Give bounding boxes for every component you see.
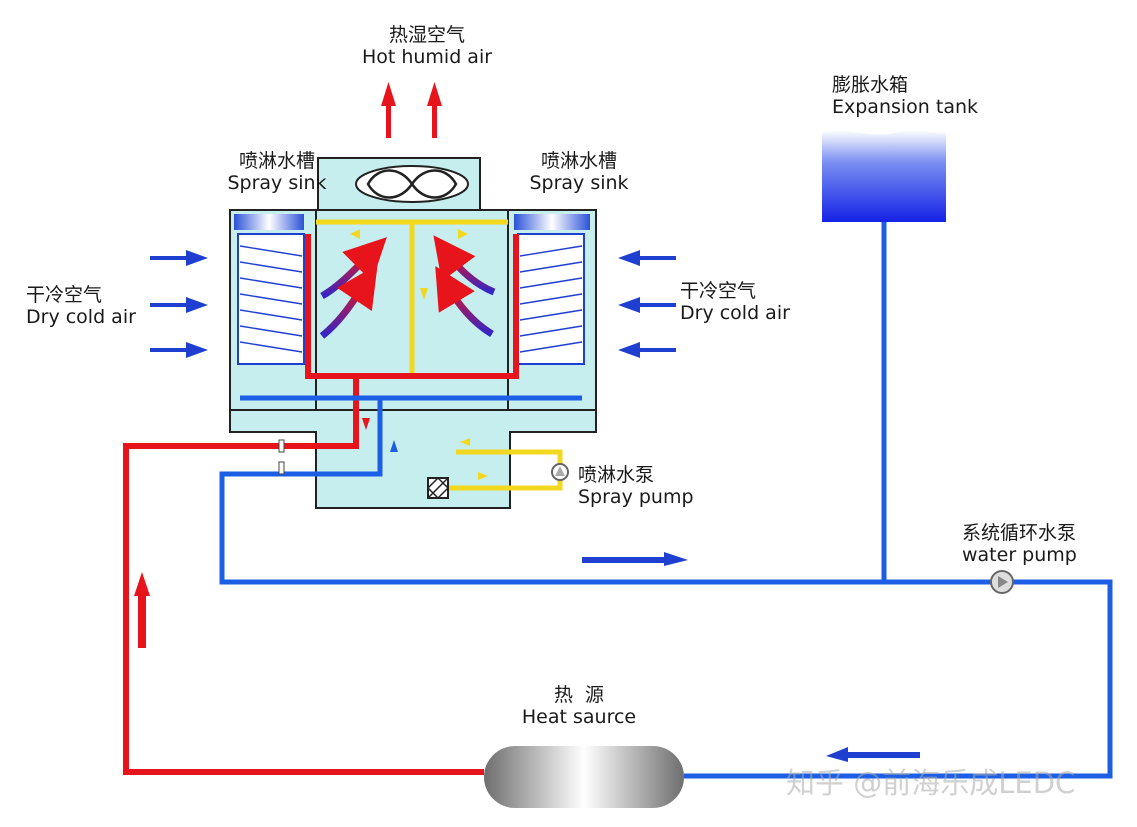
spray-flow-arrows [350, 229, 488, 480]
fill-lines [239, 245, 583, 353]
spray-sink-left-label: 喷淋水槽 Spray sink [227, 150, 327, 195]
cold-water-pipe [219, 222, 1113, 779]
heat-source [484, 746, 684, 808]
spray-pump-label: 喷淋水泵 Spray pump [578, 464, 694, 509]
expansion-tank-label: 膨胀水箱 Expansion tank [832, 74, 979, 119]
water-pump-label: 系统循环水泵 water pump [962, 522, 1077, 567]
hot-air-label: 热湿空气 Hot humid air [361, 24, 493, 69]
dry-air-left-label: 干冷空气 Dry cold air [26, 284, 136, 329]
inner-airflow-arrows [319, 235, 496, 339]
expansion-tank [822, 130, 946, 222]
spray-sink-right-label: 喷淋水槽 Spray sink [529, 150, 629, 195]
intake-arrows-left [150, 250, 208, 358]
dry-air-right-label: 干冷空气 Dry cold air [680, 280, 790, 325]
hot-water-pipe [123, 234, 519, 775]
filter-icon [426, 476, 450, 500]
watermark: 知乎 @前海乐成LEDC [786, 766, 1076, 800]
pipe-direction-arrows [134, 552, 920, 762]
exhaust-arrows [381, 82, 442, 138]
water-pump-icon [990, 570, 1014, 594]
heat-source-label: 热 源 Heat saurce [521, 684, 637, 729]
intake-arrows-right [618, 250, 676, 358]
fan-icon [355, 165, 469, 203]
pipe-flow-marks [278, 418, 398, 475]
spray-pump-icon [551, 463, 569, 481]
